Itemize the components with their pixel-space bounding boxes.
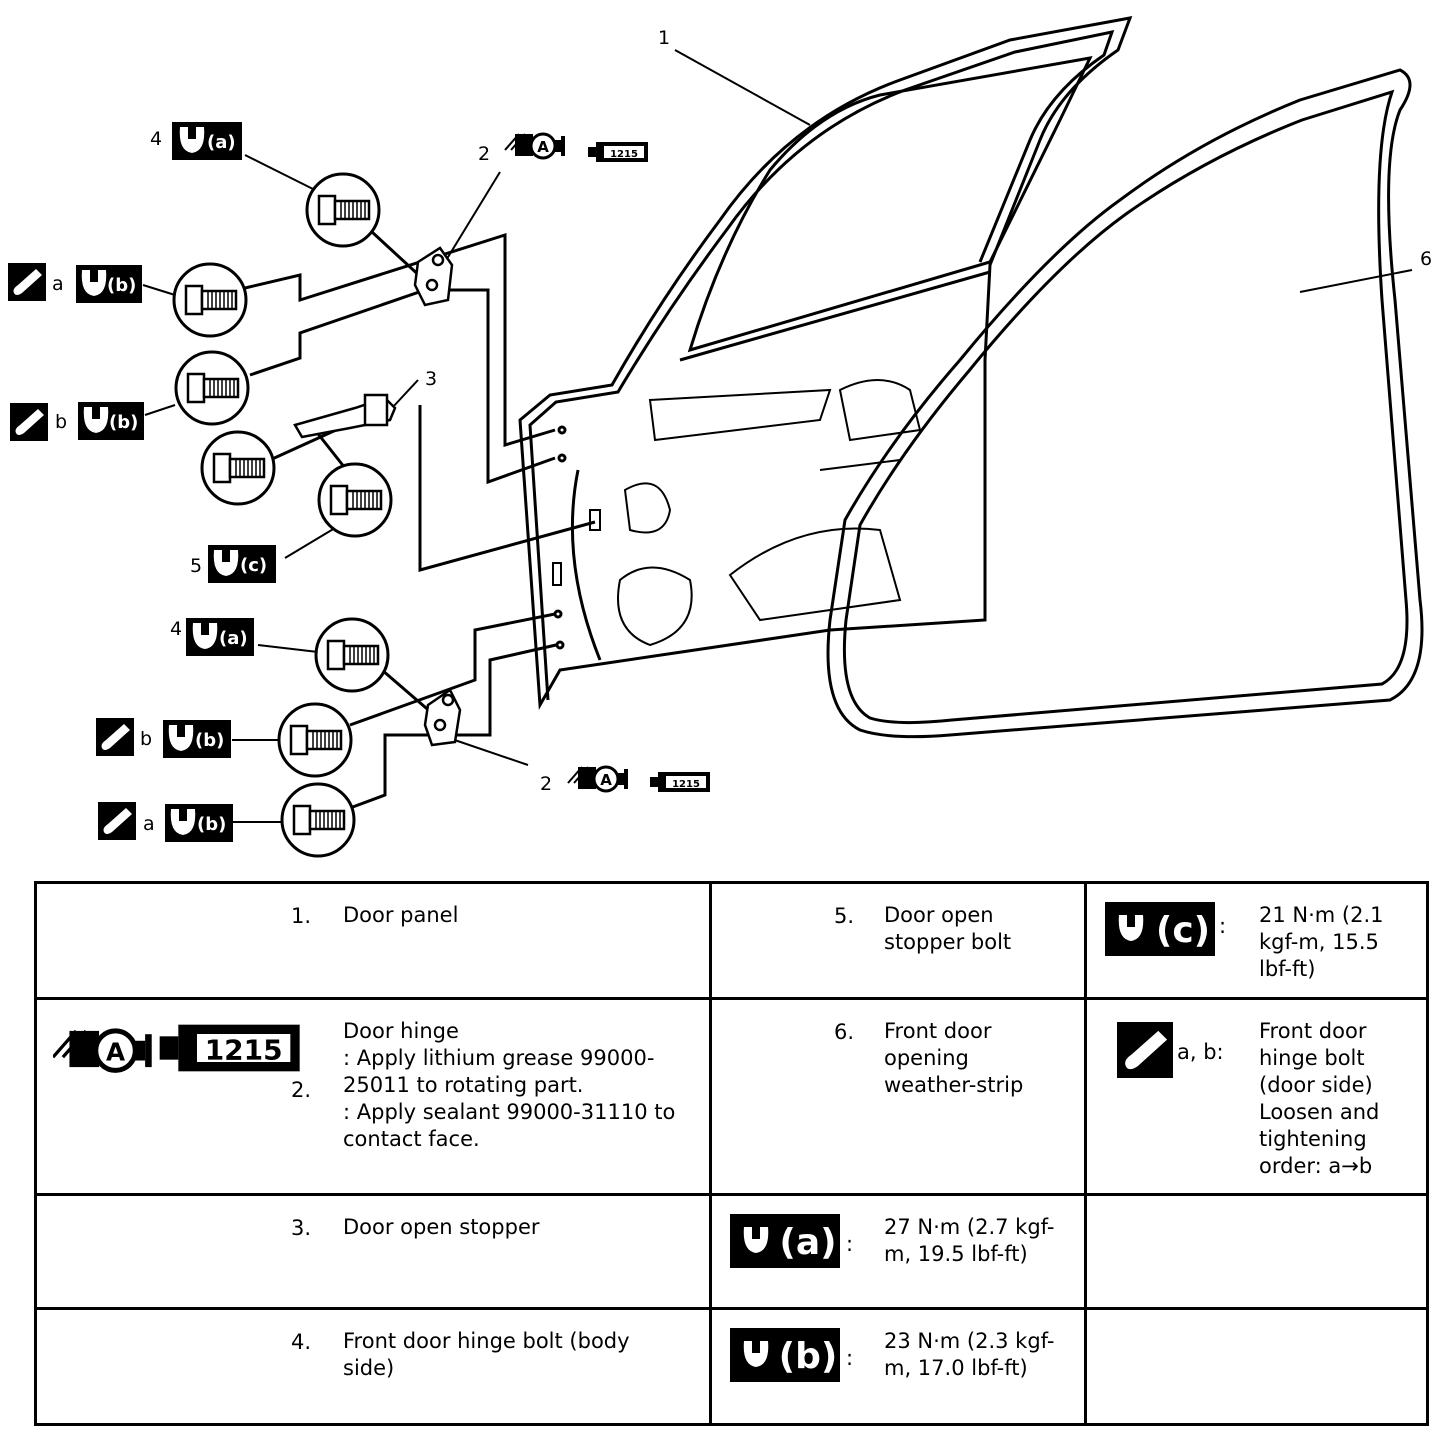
- svg-text:A: A: [600, 771, 612, 789]
- legend-num: 4.: [291, 1330, 312, 1354]
- legend-text: Door open stopper: [343, 1215, 540, 1239]
- sealant-tube-icon: 1215: [157, 1020, 307, 1080]
- loosen-tighten-icon: [98, 802, 136, 840]
- callout-3: 3: [425, 368, 437, 390]
- legend-value: Front door hinge bolt (door side) Loosen…: [1259, 1019, 1380, 1178]
- loosen-tighten-icon: [96, 718, 134, 756]
- legend-value: 23 N⋅m (2.3 kgf-m, 17.0 lbf-ft): [884, 1329, 1055, 1380]
- bolt-stopper-body: [200, 430, 276, 506]
- bolt-lower-a: [280, 782, 356, 858]
- torque-c-icon: (c): [208, 545, 276, 583]
- legend-num: 5.: [834, 904, 855, 928]
- svg-text:(a): (a): [219, 628, 248, 649]
- seq-label-b-upper: b: [55, 411, 67, 433]
- legend-text: : Apply sealant 99000-31110 to contact f…: [343, 1100, 676, 1151]
- bolt-upper-b: [174, 350, 250, 426]
- torque-a-icon: (a): [186, 618, 254, 656]
- legend-value: 21 N⋅m (2.1 kgf-m, 15.5 lbf-ft): [1259, 903, 1384, 981]
- svg-text:(a): (a): [779, 1222, 836, 1263]
- legend-cell: [1084, 1307, 1429, 1426]
- svg-text:(b): (b): [107, 275, 136, 296]
- legend-value: 27 N⋅m (2.7 kgf-m, 19.5 lbf-ft): [884, 1215, 1055, 1266]
- callout-4-top: 4: [150, 128, 162, 150]
- legend-cell: 1. Door panel: [34, 881, 712, 1000]
- torque-a-icon: (a): [730, 1214, 840, 1268]
- legend-cell: (b) : 23 N⋅m (2.3 kgf-m, 17.0 lbf-ft): [709, 1307, 1087, 1426]
- sealant-tube-icon: 1215: [650, 772, 710, 792]
- lower-hinge: [423, 688, 462, 747]
- svg-text:(c): (c): [1156, 910, 1210, 951]
- legend-cell: (c) : 21 N⋅m (2.1 kgf-m, 15.5 lbf-ft): [1084, 881, 1429, 1000]
- bolt-lower-body: [314, 617, 390, 693]
- legend-text: Door hinge: [343, 1019, 459, 1043]
- grease-icon: A: [53, 1020, 155, 1082]
- svg-text:1215: 1215: [205, 1034, 283, 1067]
- torque-b-icon: (b): [76, 265, 142, 303]
- svg-text:(a): (a): [207, 132, 236, 153]
- legend-label: a, b:: [1177, 1040, 1224, 1064]
- legend-num: 6.: [834, 1020, 855, 1044]
- seq-label-a-lower: a: [143, 813, 155, 835]
- callout-1: 1: [658, 27, 670, 49]
- bolt-upper-a: [172, 262, 248, 338]
- door-stopper: [293, 393, 397, 439]
- legend-text: Door panel: [343, 903, 459, 927]
- legend-num: 2.: [291, 1078, 312, 1102]
- weather-strip: [826, 68, 1424, 739]
- leader-lines: [142, 49, 1413, 823]
- svg-text:(b): (b): [109, 412, 138, 433]
- torque-a-icon: (a): [172, 122, 242, 160]
- legend-colon: :: [1219, 914, 1227, 938]
- legend-cell: a, b: Front door hinge bolt (door side) …: [1084, 997, 1429, 1196]
- upper-hinge: [413, 246, 454, 307]
- callout-6: 6: [1420, 248, 1432, 270]
- svg-text:(b): (b): [197, 814, 226, 835]
- legend-text: Front door opening weather-strip: [884, 1019, 1024, 1097]
- legend-cell: 5. Door open stopper bolt: [709, 881, 1087, 1000]
- seq-label-b-lower: b: [140, 728, 152, 750]
- callout-5: 5: [190, 555, 202, 577]
- loosen-tighten-icon: [10, 403, 48, 441]
- svg-text:A: A: [106, 1038, 125, 1067]
- callout-4-bottom: 4: [170, 618, 182, 640]
- torque-c-icon: (c): [1105, 902, 1215, 956]
- svg-text:(c): (c): [240, 555, 267, 576]
- sealant-tube-icon: 1215: [588, 142, 648, 162]
- bolt-lower-b: [277, 702, 353, 778]
- callout-2-top: 2: [478, 143, 490, 165]
- grease-icon: A: [503, 132, 567, 160]
- legend-table: 1. Door panel 5. Door open stopper bolt …: [34, 881, 1429, 1426]
- torque-b-icon: (b): [163, 720, 231, 758]
- torque-b-icon: (b): [730, 1328, 840, 1382]
- grease-icon: A: [566, 765, 630, 793]
- torque-b-icon: (b): [165, 804, 233, 842]
- legend-cell: (a) : 27 N⋅m (2.7 kgf-m, 19.5 lbf-ft): [709, 1193, 1087, 1310]
- svg-text:(b): (b): [779, 1336, 838, 1377]
- legend-text: Front door hinge bolt (body side): [343, 1329, 630, 1380]
- legend-num: 3.: [291, 1216, 312, 1240]
- legend-text: Door open stopper bolt: [884, 903, 1012, 954]
- svg-text:1215: 1215: [610, 149, 638, 160]
- legend-cell: 4. Front door hinge bolt (body side): [34, 1307, 712, 1426]
- legend-colon: :: [846, 1346, 854, 1370]
- legend-colon: :: [846, 1232, 854, 1256]
- legend-cell: [1084, 1193, 1429, 1310]
- legend-text: : Apply lithium grease 99000-25011 to ro…: [343, 1046, 655, 1097]
- bolt-stopper-door: [317, 462, 393, 538]
- torque-b-icon: (b): [78, 402, 144, 440]
- legend-num: 1.: [291, 904, 312, 928]
- seq-label-a-upper: a: [52, 273, 64, 295]
- door-assembly-diagram: 1 6 2 2 3 4 4 5 a b b a (a) (a) (b) (b) …: [8, 16, 1432, 858]
- svg-text:1215: 1215: [672, 779, 700, 790]
- bolt-upper-body: [305, 172, 381, 248]
- door-panel: [518, 16, 1133, 711]
- legend-cell: 3. Door open stopper: [34, 1193, 712, 1310]
- legend-cell: 6. Front door opening weather-strip: [709, 997, 1087, 1196]
- svg-text:(b): (b): [195, 730, 224, 751]
- callout-2-bottom: 2: [540, 773, 552, 795]
- legend-cell: A 1215 2. Door hinge : Apply lithium gre…: [34, 997, 712, 1196]
- svg-text:A: A: [537, 138, 549, 156]
- loosen-tighten-icon: [8, 263, 46, 301]
- loosen-tighten-icon: [1117, 1022, 1173, 1082]
